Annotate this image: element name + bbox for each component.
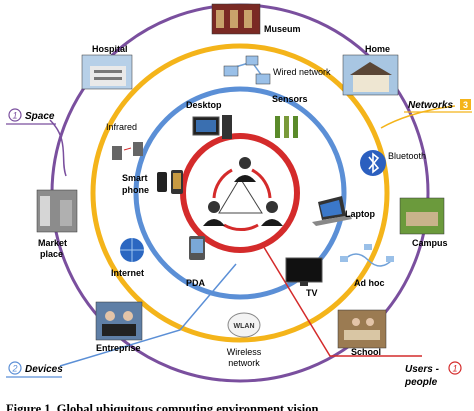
infrared-icon [112, 142, 143, 160]
devices-key-label: Devices [25, 364, 63, 375]
user-person-icon [203, 201, 225, 226]
wireless-label-line2: network [228, 358, 260, 368]
space-key: 1 Space [6, 108, 56, 125]
sensors-icon [275, 116, 298, 138]
users-triangle [218, 177, 263, 214]
enterprise-photo [95, 301, 143, 341]
school-label: School [351, 347, 381, 357]
desktop-icon [192, 115, 232, 139]
user-person-icon [234, 157, 256, 182]
devices-pointer-line [59, 263, 237, 367]
bluetooth-icon [360, 150, 386, 176]
wireless-label-line1: Wireless [227, 347, 262, 357]
tv-label: TV [306, 288, 318, 298]
home-label: Home [365, 44, 390, 54]
pda-label: PDA [186, 278, 206, 288]
sensors-label: Sensors [272, 94, 308, 104]
networks-pointer-line [380, 105, 456, 129]
user-person-icon [261, 201, 283, 226]
hospital-photo [81, 54, 133, 90]
wlan-icon: WLAN [227, 312, 261, 338]
devices-key-number: 2 [11, 364, 17, 374]
users-key-number: 1 [452, 364, 457, 374]
devices-key: 2 Devices [6, 361, 63, 378]
wlan-label: WLAN [234, 323, 255, 330]
market-label-line2: place [40, 249, 63, 259]
space-key-number: 1 [12, 111, 17, 121]
smartphone-label-line1: Smart [122, 173, 148, 183]
space-pointer-line [49, 119, 67, 177]
networks-ring [90, 43, 390, 343]
wired-network-icon [223, 55, 271, 85]
networks-key-label: Networks [408, 100, 453, 111]
networks-key-number: 3 [463, 100, 468, 110]
wired-network-label: Wired network [273, 67, 331, 77]
cycle-arrows [212, 168, 272, 232]
market-label-line1: Market [38, 238, 67, 248]
desktop-label: Desktop [186, 100, 222, 110]
laptop-label: Laptop [345, 209, 375, 219]
users-ring [180, 133, 300, 253]
pda-icon [189, 236, 205, 260]
networks-key: Networks 3 [404, 99, 472, 113]
internet-label: Internet [111, 268, 144, 278]
laptop-icon [312, 196, 352, 226]
users-key: Users - 1 people [404, 361, 462, 388]
market-place-photo [36, 189, 78, 233]
internet-icon [120, 238, 144, 262]
enterprise-label: Entreprise [96, 343, 141, 353]
hospital-label: Hospital [92, 44, 128, 54]
adhoc-label: Ad hoc [354, 278, 385, 288]
adhoc-icon [340, 244, 394, 267]
smartphone-icon [157, 170, 183, 194]
bluetooth-label: Bluetooth [388, 151, 426, 161]
users-cluster [203, 157, 283, 232]
space-key-label: Space [25, 111, 55, 122]
users-pointer-line [261, 243, 422, 357]
users-key-label-line2: people [404, 377, 438, 388]
tv-icon [285, 257, 323, 286]
museum-label: Museum [264, 24, 301, 34]
campus-label: Campus [412, 238, 448, 248]
smartphone-label-line2: phone [122, 185, 149, 195]
home-photo [342, 54, 399, 96]
school-photo [337, 309, 387, 349]
figure-caption: Figure 1. Global ubiquitous computing en… [6, 402, 318, 411]
campus-photo [399, 197, 445, 235]
users-key-label-line1: Users - [405, 364, 440, 375]
infrared-label: Infrared [106, 122, 137, 132]
museum-photo [211, 3, 261, 35]
devices-ring [133, 86, 347, 300]
